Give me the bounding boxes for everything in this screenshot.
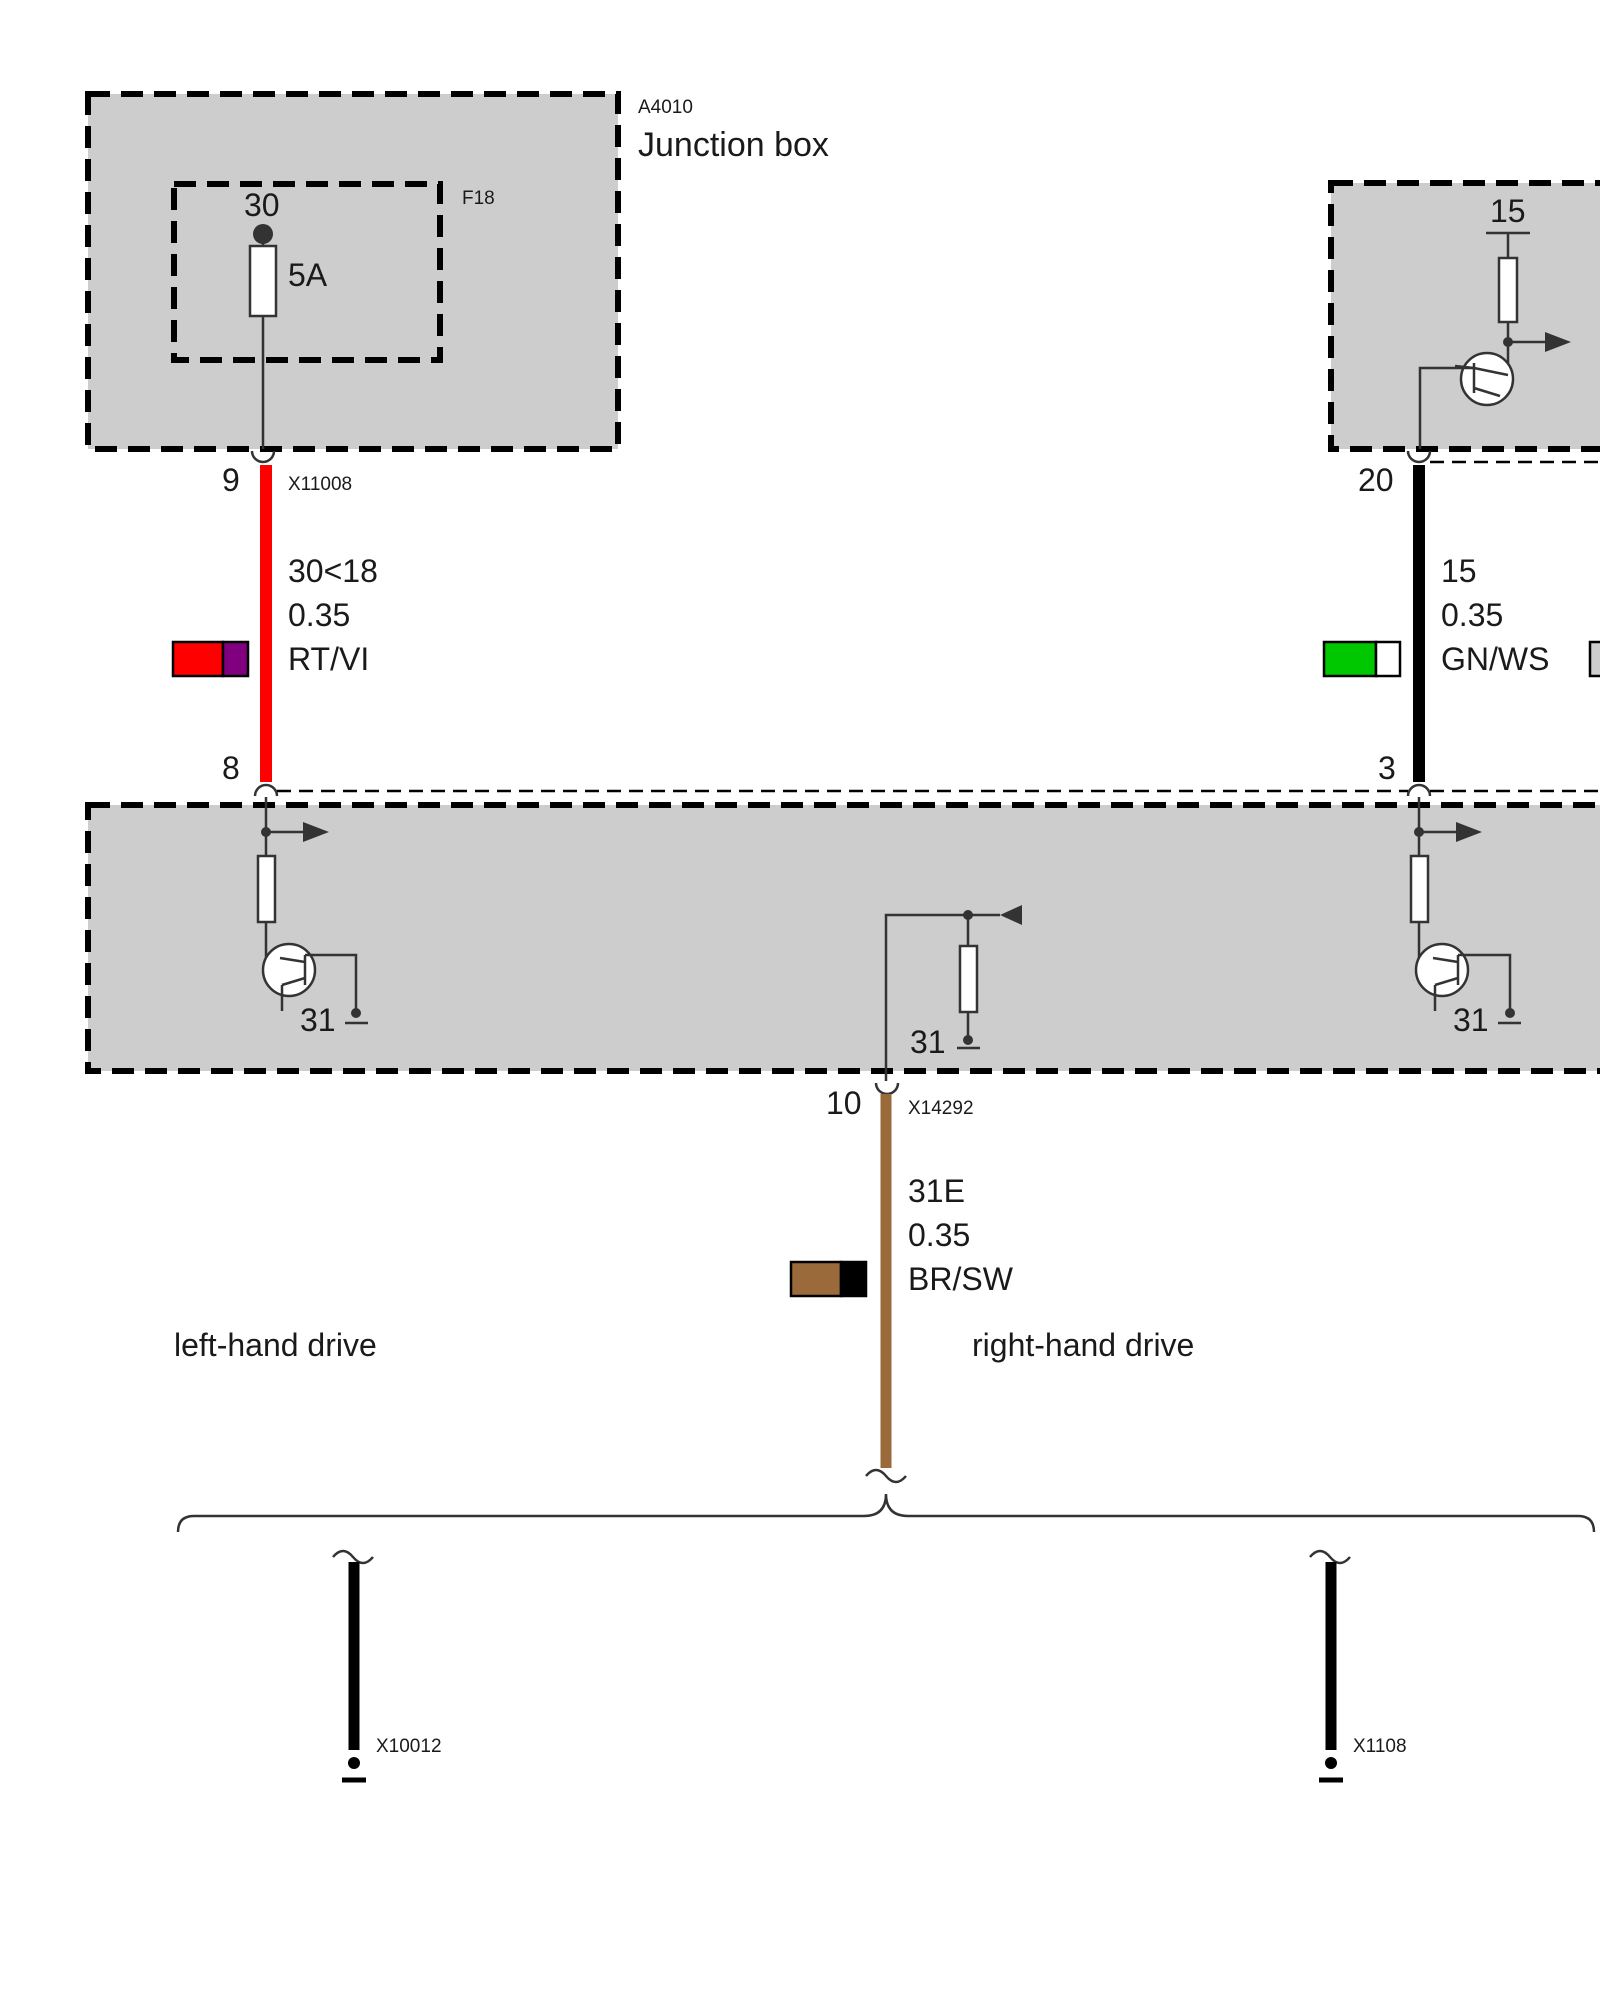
wire-br-sw-color-code: BR/SW — [908, 1261, 1014, 1297]
right-stage-transistor-icon — [1414, 942, 1470, 998]
top-right-module — [1328, 180, 1600, 452]
middle-stage-resistor-icon — [958, 944, 979, 1014]
connector-left-bottom-symbol — [253, 783, 279, 797]
junction-box-name: Junction box — [638, 126, 829, 164]
connector-bottom-id: X14292 — [908, 1098, 974, 1119]
wire-break-right-icon — [1309, 1549, 1351, 1565]
variant-left-label: left-hand drive — [174, 1327, 377, 1363]
connector-20-symbol — [1406, 450, 1432, 464]
ground-label-left: 31 — [300, 1002, 336, 1038]
control-unit — [85, 802, 1600, 1074]
right-stage-arrow-icon — [1456, 822, 1482, 842]
variant-right-label: right-hand drive — [972, 1327, 1194, 1363]
connector-right-bottom-pin: 3 — [1378, 750, 1396, 786]
fuse-id: F18 — [462, 188, 495, 209]
left-stage-resistor-icon — [256, 854, 277, 924]
wire-break-icon — [865, 1468, 907, 1484]
wire-break-left-icon — [332, 1549, 374, 1565]
fuse-holder — [171, 181, 443, 363]
fuse-rating: 5A — [288, 257, 328, 293]
connector-right-top-pin: 20 — [1358, 462, 1394, 498]
connector-left-top-id: X11008 — [288, 474, 352, 495]
wire-gn-ws-cross-section: 0.35 — [1441, 597, 1503, 633]
wire-gn-ws-swatch-1 — [1322, 640, 1378, 678]
fuse-icon — [248, 244, 278, 318]
connector-x11008-symbol — [250, 450, 276, 464]
wire-gn-ws-swatch-2 — [1374, 640, 1402, 678]
wire-rt-vi-circuit: 30<18 — [288, 553, 378, 589]
wire-br-sw-cross-section: 0.35 — [908, 1217, 970, 1253]
connector-bottom-pin: 10 — [826, 1085, 862, 1121]
fuse-terminal-label: 30 — [244, 187, 280, 223]
wire-rt-vi-swatch-2 — [221, 640, 250, 678]
top-right-transistor-icon — [1459, 351, 1515, 407]
connector-right-bottom-symbol — [1406, 783, 1432, 797]
left-stage-arrow-icon — [303, 822, 329, 842]
ground-left-id: X10012 — [376, 1736, 442, 1757]
ground-right-id: X1108 — [1353, 1736, 1407, 1757]
top-right-resistor-icon — [1497, 256, 1519, 324]
middle-stage-arrow-icon — [1000, 905, 1022, 925]
wire-br-sw-swatch-2 — [839, 1260, 868, 1298]
ground-label-middle: 31 — [910, 1024, 946, 1060]
ground-label-right: 31 — [1453, 1002, 1489, 1038]
connector-left-top-pin: 9 — [222, 462, 240, 498]
wire-gn-ws-color-code: GN/WS — [1441, 641, 1549, 677]
variant-brace — [176, 1493, 1596, 1533]
wire-rt-vi-cross-section: 0.35 — [288, 597, 350, 633]
wire-rt-vi-color-code: RT/VI — [288, 641, 369, 677]
left-stage-transistor-icon — [261, 942, 317, 998]
junction-box — [85, 91, 621, 452]
top-right-terminal-label: 15 — [1490, 193, 1526, 229]
connector-x14292-symbol — [874, 1082, 900, 1096]
junction-box-id: A4010 — [638, 97, 693, 118]
right-stage-resistor-icon — [1409, 854, 1430, 924]
wire-rt-vi-swatch-1 — [171, 640, 225, 678]
wire-br-sw-swatch-1 — [789, 1260, 843, 1298]
top-right-arrow-icon — [1545, 332, 1571, 352]
connector-left-bottom-pin: 8 — [222, 750, 240, 786]
wire-gn-ws-circuit: 15 — [1441, 553, 1477, 589]
wire-gn-ws-swatch-partial — [1588, 640, 1600, 678]
wire-br-sw-circuit: 31E — [908, 1173, 965, 1209]
